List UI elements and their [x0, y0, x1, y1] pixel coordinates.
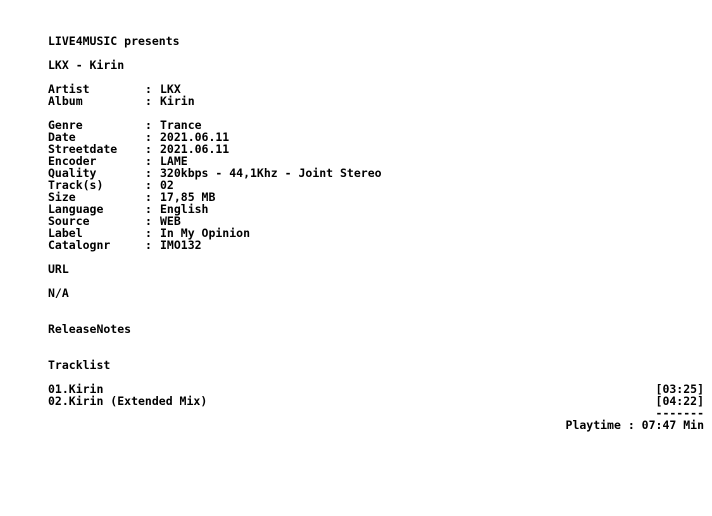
field-key: Label [48, 226, 83, 240]
field-value: 320kbps - 44,1Khz - Joint Stereo [160, 166, 382, 180]
presents-line: LIVE4MUSIC presents [48, 34, 180, 48]
field-value: Trance [160, 118, 202, 132]
field-value: 2021.06.11 [160, 130, 230, 144]
field-separator: : [145, 214, 152, 228]
playtime-total: Playtime : 07:47 Min [565, 418, 704, 432]
field-separator: : [145, 142, 152, 156]
url-heading: URL [48, 262, 69, 276]
field-value: In My Opinion [160, 226, 251, 240]
field-value: 02 [160, 178, 174, 192]
list-item: 01.Kirin [03:25] [48, 383, 704, 395]
field-size: Size : 17,85 MB [48, 191, 704, 203]
url-value: N/A [48, 286, 69, 300]
release-title: LKX - Kirin [48, 58, 125, 72]
nfo-document: LIVE4MUSIC presents LKX - Kirin Artist :… [48, 35, 704, 431]
field-key: Source [48, 214, 90, 228]
field-value: LAME [160, 154, 188, 168]
field-album: Album : Kirin [48, 95, 704, 107]
field-value: 17,85 MB [160, 190, 216, 204]
info-primary: Artist : LKX Album : Kirin [48, 83, 704, 107]
field-separator: : [145, 238, 152, 252]
field-key: Album [48, 94, 83, 108]
field-key: Catalognr [48, 238, 111, 252]
field-key: Genre [48, 118, 83, 132]
field-separator: : [145, 154, 152, 168]
field-encoder: Encoder : LAME [48, 155, 704, 167]
field-key: Artist [48, 82, 90, 96]
field-key: Language [48, 202, 104, 216]
field-separator: : [145, 166, 152, 180]
field-value: LKX [160, 82, 181, 96]
field-label: Label : In My Opinion [48, 227, 704, 239]
field-separator: : [145, 118, 152, 132]
field-value: IMO132 [160, 238, 202, 252]
field-catalognr: Catalognr : IMO132 [48, 239, 704, 251]
field-value: Kirin [160, 94, 195, 108]
track-duration: [03:25] [655, 382, 704, 396]
field-separator: : [145, 202, 152, 216]
field-key: Date [48, 130, 76, 144]
field-artist: Artist : LKX [48, 83, 704, 95]
field-separator: : [145, 130, 152, 144]
field-separator: : [145, 178, 152, 192]
field-source: Source : WEB [48, 215, 704, 227]
field-key: Size [48, 190, 76, 204]
field-streetdate: Streetdate : 2021.06.11 [48, 143, 704, 155]
list-item: 02.Kirin (Extended Mix) [04:22] [48, 395, 704, 407]
field-separator: : [145, 82, 152, 96]
field-value: WEB [160, 214, 181, 228]
field-value: English [160, 202, 209, 216]
field-language: Language : English [48, 203, 704, 215]
field-separator: : [145, 190, 152, 204]
field-key: Streetdate [48, 142, 118, 156]
field-key: Encoder [48, 154, 97, 168]
info-details: Genre : Trance Date : 2021.06.11 Streetd… [48, 119, 704, 251]
field-separator: : [145, 226, 152, 240]
field-date: Date : 2021.06.11 [48, 131, 704, 143]
tracklist-heading: Tracklist [48, 358, 111, 372]
playtime-divider: ------- [655, 406, 704, 420]
field-key: Track(s) [48, 178, 104, 192]
field-tracks: Track(s) : 02 [48, 179, 704, 191]
tracklist: 01.Kirin [03:25] 02.Kirin (Extended Mix)… [48, 383, 704, 431]
field-quality: Quality : 320kbps - 44,1Khz - Joint Ster… [48, 167, 704, 179]
track-title: 01.Kirin [48, 382, 104, 396]
track-duration: [04:22] [655, 394, 704, 408]
field-value: 2021.06.11 [160, 142, 230, 156]
field-key: Quality [48, 166, 97, 180]
field-genre: Genre : Trance [48, 119, 704, 131]
field-separator: : [145, 94, 152, 108]
release-notes-heading: ReleaseNotes [48, 322, 132, 336]
track-title: 02.Kirin (Extended Mix) [48, 394, 208, 408]
